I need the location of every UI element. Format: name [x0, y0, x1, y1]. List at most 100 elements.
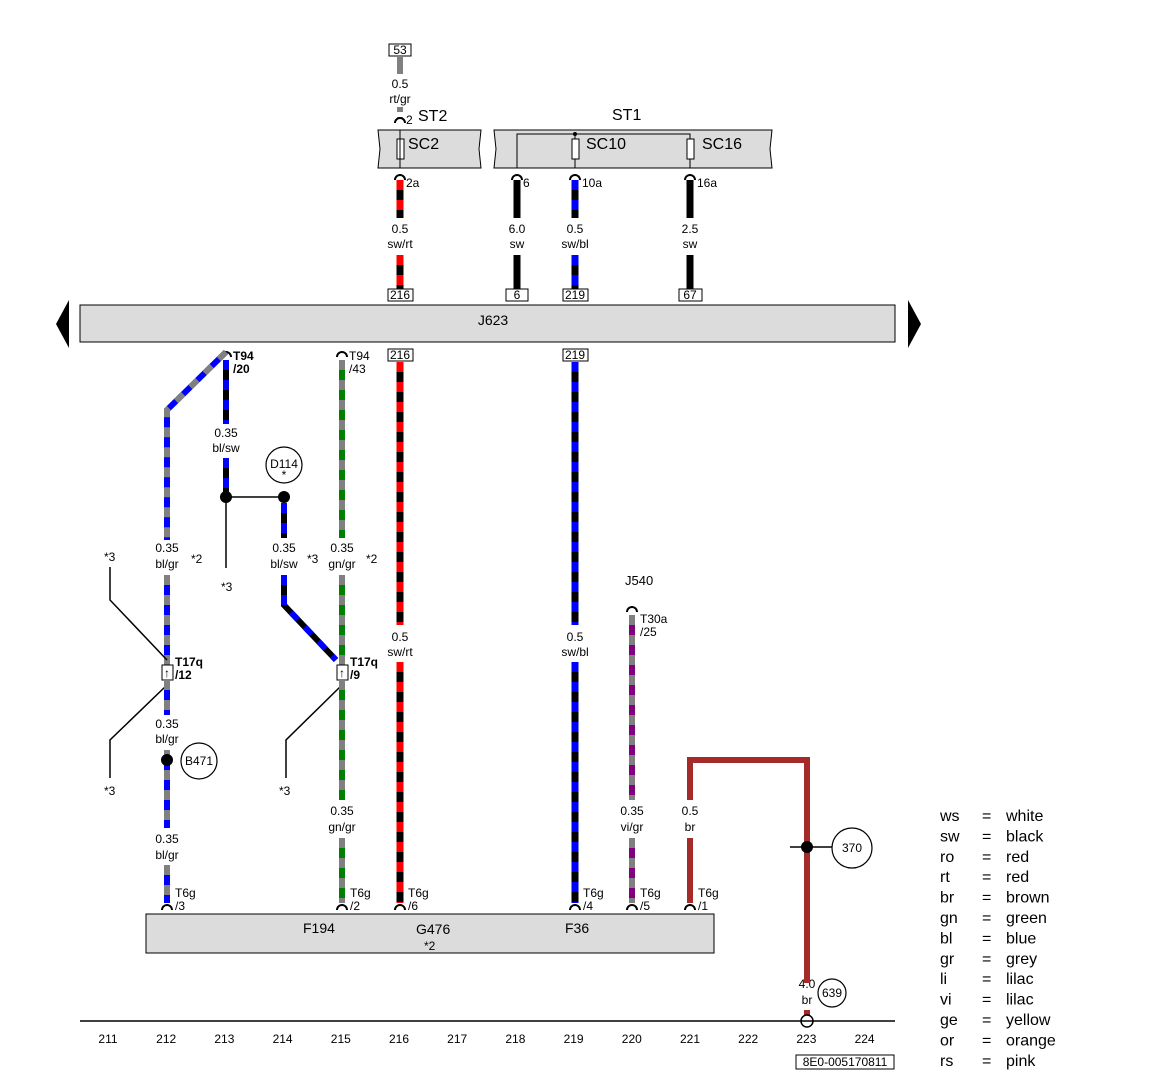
grid-number: 214: [273, 1032, 293, 1046]
arrow-right-icon[interactable]: [908, 300, 921, 348]
wire-swbl2-color: sw/bl: [561, 645, 588, 659]
grid-number: 219: [564, 1032, 584, 1046]
connector-pin-icon: [511, 174, 523, 181]
grid-number: 215: [331, 1032, 351, 1046]
legend-name: lilac: [1006, 992, 1034, 1009]
legend-eq: =: [982, 971, 991, 988]
ref-219: 219: [565, 288, 585, 302]
wire-vigr-color: vi/gr: [621, 820, 644, 834]
module-j623-label: J623: [478, 312, 509, 328]
connector-pin-icon: [336, 904, 348, 911]
legend-eq: =: [982, 890, 991, 907]
wire-gngr1-color: gn/gr: [328, 557, 355, 571]
t30a-b: /25: [640, 625, 657, 639]
t6g-5: T6g: [640, 886, 661, 900]
label-f194: F194: [303, 920, 335, 936]
fuse-icon: [571, 138, 580, 160]
legend-abbr: bl: [940, 930, 952, 947]
wire2-size: 6.0: [509, 222, 526, 236]
t17q12-b: /12: [175, 668, 192, 682]
t94-20-b: /20: [233, 362, 250, 376]
grid-number: 220: [622, 1032, 642, 1046]
ref-216: 216: [390, 288, 410, 302]
sensor-box: [145, 913, 715, 954]
splice-point: [161, 754, 173, 766]
module-j623: [79, 304, 896, 343]
label-sc2: SC2: [408, 136, 439, 153]
legend-eq: =: [982, 828, 991, 845]
t94-20-a: T94: [233, 349, 254, 363]
fuse-holder-st1: [493, 129, 773, 169]
legend-abbr: rs: [940, 1053, 953, 1070]
legend-name: yellow: [1006, 1012, 1051, 1029]
label-st1: ST1: [612, 107, 641, 124]
connector-pin-icon: [394, 117, 406, 124]
connector-pin-icon: [626, 904, 638, 911]
legend-name: lilac: [1006, 971, 1034, 988]
component-b471: [180, 742, 218, 780]
wire-br1-size: 0.5: [682, 804, 699, 818]
legend-name: blue: [1006, 930, 1036, 947]
wire-gngr1-size: 0.35: [330, 541, 354, 555]
pin-3: /3: [175, 899, 185, 913]
wire1-color: sw/rt: [387, 237, 413, 251]
legend-abbr: gr: [940, 951, 955, 968]
legend-abbr: or: [940, 1032, 955, 1049]
star3-d: *3: [104, 784, 116, 798]
pin-16a: 16a: [697, 176, 717, 190]
legend-abbr: li: [940, 971, 947, 988]
legend-abbr: ro: [940, 849, 954, 866]
connector-pin-icon: [569, 174, 581, 181]
pin-4: /4: [583, 899, 593, 913]
t6g-4: T6g: [583, 886, 604, 900]
wire-blgr3-size: 0.35: [155, 832, 179, 846]
grid-number: 217: [447, 1032, 467, 1046]
wire-br1-color: br: [685, 820, 696, 834]
label-sc16: SC16: [702, 136, 742, 153]
pin-2a: 2a: [406, 176, 420, 190]
grid-number: 221: [680, 1032, 700, 1046]
grid-number: 222: [738, 1032, 758, 1046]
d114-star: *: [282, 468, 287, 482]
connector-pin-icon: [569, 904, 581, 911]
doc-reference: 8E0-005170811: [803, 1055, 888, 1069]
ref-53: 53: [393, 43, 407, 57]
legend-name: orange: [1006, 1032, 1056, 1049]
grid-number: 211: [98, 1032, 117, 1046]
wire-blgr2-color: bl/gr: [155, 732, 178, 746]
c639-label: 639: [822, 986, 842, 1000]
t6g-6: T6g: [408, 886, 429, 900]
ref-216-b: 216: [390, 348, 410, 362]
wire2-color: sw: [510, 237, 525, 251]
legend-abbr: rt: [940, 869, 950, 886]
c370-label: 370: [842, 841, 862, 855]
svg-text:↑: ↑: [339, 666, 345, 680]
legend-abbr: ge: [940, 1012, 958, 1029]
wire-blsw-size: 0.35: [214, 426, 238, 440]
star3-a: *3: [221, 580, 233, 594]
star3-e: *3: [279, 784, 291, 798]
pin-2: 2: [406, 113, 413, 127]
star2-c: *2: [424, 939, 436, 953]
legend-eq: =: [982, 849, 991, 866]
component-370: [831, 827, 873, 869]
legend-name: green: [1006, 910, 1047, 927]
legend-name: red: [1006, 869, 1029, 886]
t30a-a: T30a: [640, 612, 668, 626]
wire4-color: sw: [683, 237, 698, 251]
legend-eq: =: [982, 930, 991, 947]
arrow-left-icon[interactable]: [56, 300, 69, 348]
d114-label: D114: [270, 457, 298, 471]
wire-blgr3-color: bl/gr: [155, 848, 178, 862]
legend-eq: =: [982, 1053, 991, 1070]
wire-rtgr-color: rt/gr: [389, 92, 410, 106]
star2-a: *2: [191, 552, 203, 566]
wire3-color: sw/bl: [561, 237, 588, 251]
t17q12-a: T17q: [175, 655, 203, 669]
wire-gngr2-color: gn/gr: [328, 820, 355, 834]
wire-vigr-size: 0.35: [620, 804, 644, 818]
wire1-size: 0.5: [392, 222, 409, 236]
t6g-3: T6g: [175, 886, 196, 900]
wire-blsw2-color: bl/sw: [270, 557, 298, 571]
wire-blsw-color: bl/sw: [212, 441, 240, 455]
